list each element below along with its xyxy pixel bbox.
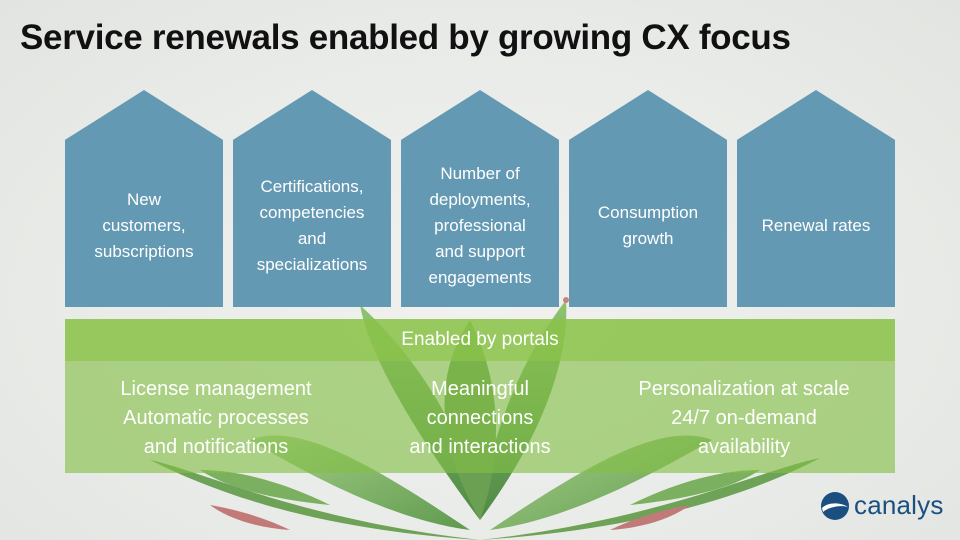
metric-label: Consumption growth [597,202,699,248]
portals-panel: License management Automatic processes a… [65,361,895,473]
canalys-logo: canalys [820,490,944,521]
canalys-logo-icon [821,491,849,520]
metric-label: New customers, subscriptions [94,189,194,261]
portal-column-personalization: Personalization at scale 24/7 on-demand … [638,378,850,458]
metric-house-consumption: Consumption growth [569,90,727,307]
portal-column-connections: Meaningful connections and interactions [409,378,551,458]
portals-header: Enabled by portals [65,319,895,361]
slide-title: Service renewals enabled by growing CX f… [20,18,791,57]
canalys-logo-text: canalys [854,490,944,520]
metric-house-certifications: Certifications, competencies and special… [233,90,391,307]
metric-house-new-customers: New customers, subscriptions [65,90,223,307]
metric-house-renewal-rates: Renewal rates [737,90,895,307]
metric-label: Number of deployments, professional and … [428,163,532,287]
metric-label: Certifications, competencies and special… [256,176,368,274]
portal-column-license: License management Automatic processes a… [120,378,312,458]
metric-house-deployments: Number of deployments, professional and … [401,90,559,307]
metric-label: Renewal rates [761,215,871,235]
